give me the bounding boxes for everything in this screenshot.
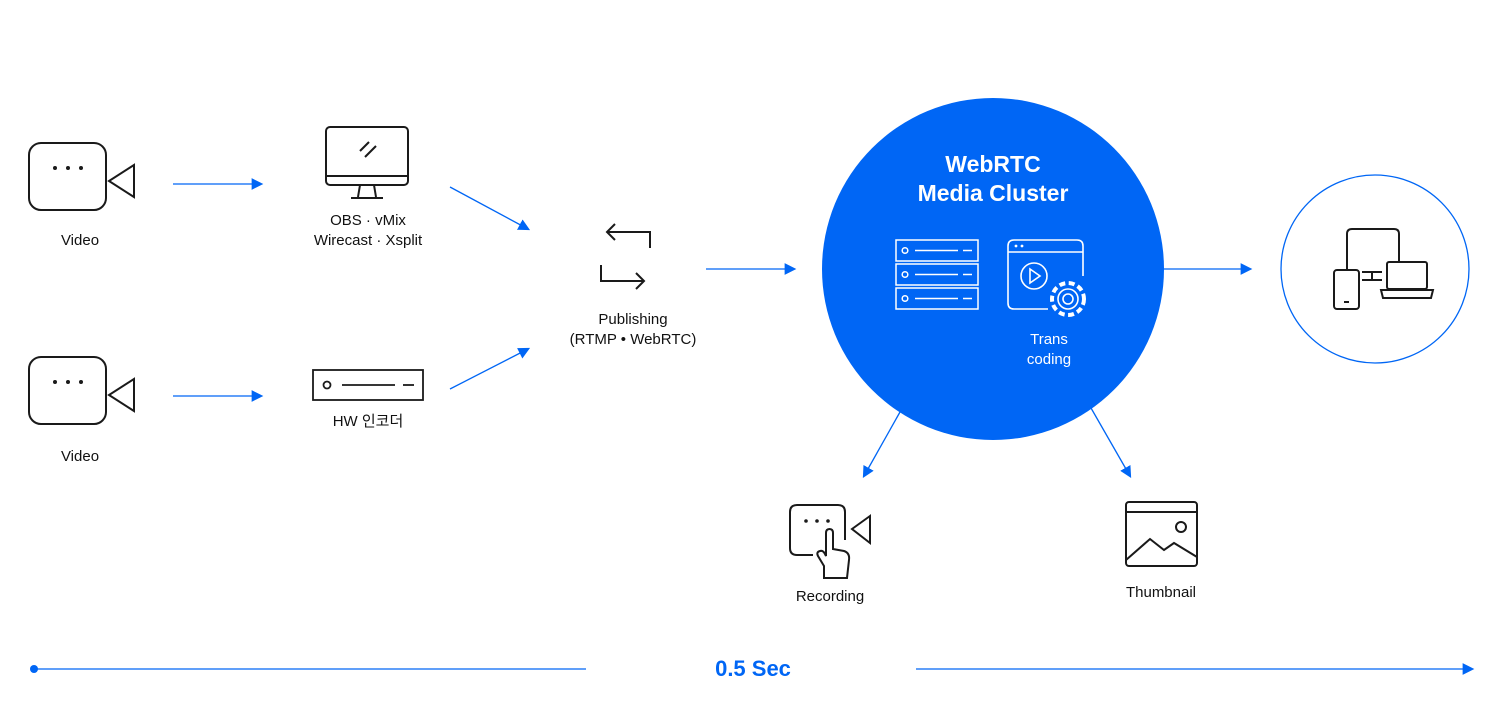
software-encoder-label: OBS · vMix Wirecast · Xsplit xyxy=(288,211,448,251)
timeline xyxy=(30,663,1475,675)
hw-encoder-label: HW 인코더 xyxy=(332,413,404,430)
timeline-label: 0.5 Sec xyxy=(715,656,791,681)
cluster-title-line1: WebRTC xyxy=(945,151,1041,177)
recording-label: Recording xyxy=(795,588,865,605)
devices-circle xyxy=(1280,174,1470,364)
transcoding-line2: coding xyxy=(1026,351,1072,368)
thumbnail-icon xyxy=(1125,501,1198,567)
publishing-line1: Publishing xyxy=(598,311,668,328)
media-cluster-circle xyxy=(822,98,1164,440)
software-encoder-line2: Wirecast · Xsplit xyxy=(313,232,423,249)
publishing-label: Publishing (RTMP • WebRTC) xyxy=(548,310,718,350)
video-camera-icon xyxy=(28,142,135,211)
transcoding-line1: Trans xyxy=(1030,331,1068,348)
transcoding-label: Trans coding xyxy=(1009,330,1089,370)
arrow-cluster-to-recording xyxy=(862,411,901,479)
transcoding-icon xyxy=(1007,239,1086,317)
thumbnail-label: Thumbnail xyxy=(1125,584,1197,601)
connector-arrows xyxy=(173,178,1253,479)
cluster-title: WebRTC Media Cluster xyxy=(893,150,1093,208)
video-label-2: Video xyxy=(60,448,100,465)
recording-icon xyxy=(789,504,871,579)
arrow-cluster-to-thumbnail xyxy=(1090,407,1132,479)
video-label-1: Video xyxy=(60,232,100,249)
swap-arrows-icon xyxy=(600,223,651,290)
server-icon xyxy=(895,239,979,310)
cluster-title-line2: Media Cluster xyxy=(917,180,1069,206)
devices-icon xyxy=(1333,228,1435,310)
arrow-encoder-to-publishing xyxy=(449,186,531,231)
video-camera-icon xyxy=(28,356,135,425)
monitor-icon xyxy=(325,126,409,199)
arrow-hw-to-publishing xyxy=(449,347,531,390)
software-encoder-line1: OBS · vMix xyxy=(330,212,406,229)
publishing-line2: (RTMP • WebRTC) xyxy=(569,331,697,348)
hw-encoder-icon xyxy=(312,369,424,401)
